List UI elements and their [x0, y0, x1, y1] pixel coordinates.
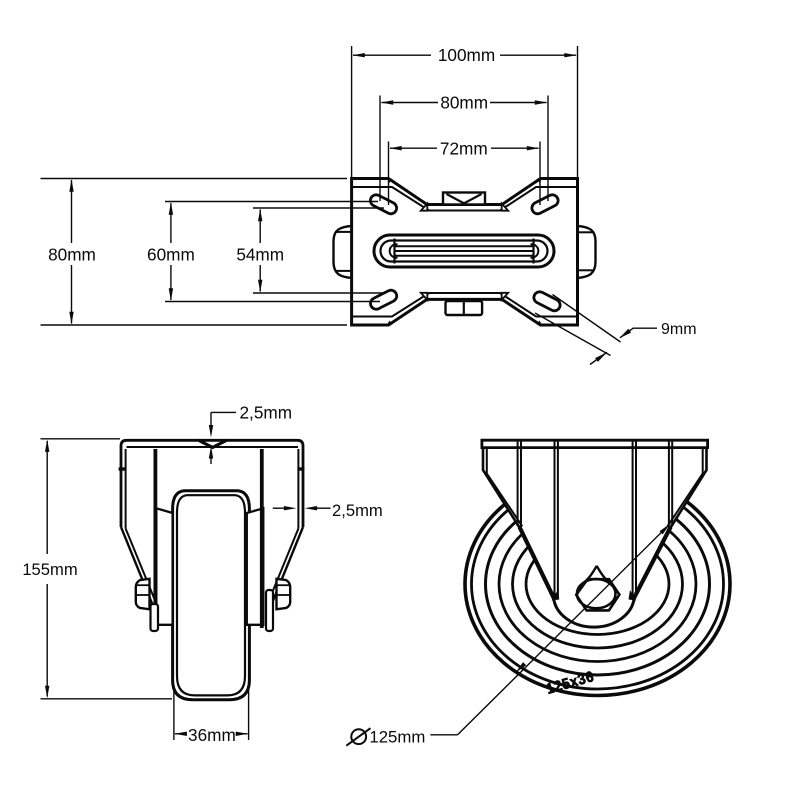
svg-text:80mm: 80mm — [48, 245, 96, 265]
svg-text:9mm: 9mm — [661, 321, 697, 338]
svg-text:125mm: 125mm — [369, 727, 425, 746]
svg-text:155mm: 155mm — [22, 560, 77, 579]
svg-text:80mm: 80mm — [440, 93, 488, 113]
svg-text:100mm: 100mm — [438, 45, 495, 65]
svg-text:36mm: 36mm — [188, 725, 236, 745]
svg-text:54mm: 54mm — [236, 245, 284, 265]
svg-text:72mm: 72mm — [440, 138, 488, 158]
svg-text:60mm: 60mm — [147, 245, 195, 265]
svg-text:2,5mm: 2,5mm — [332, 501, 383, 520]
svg-text:2,5mm: 2,5mm — [240, 403, 293, 423]
